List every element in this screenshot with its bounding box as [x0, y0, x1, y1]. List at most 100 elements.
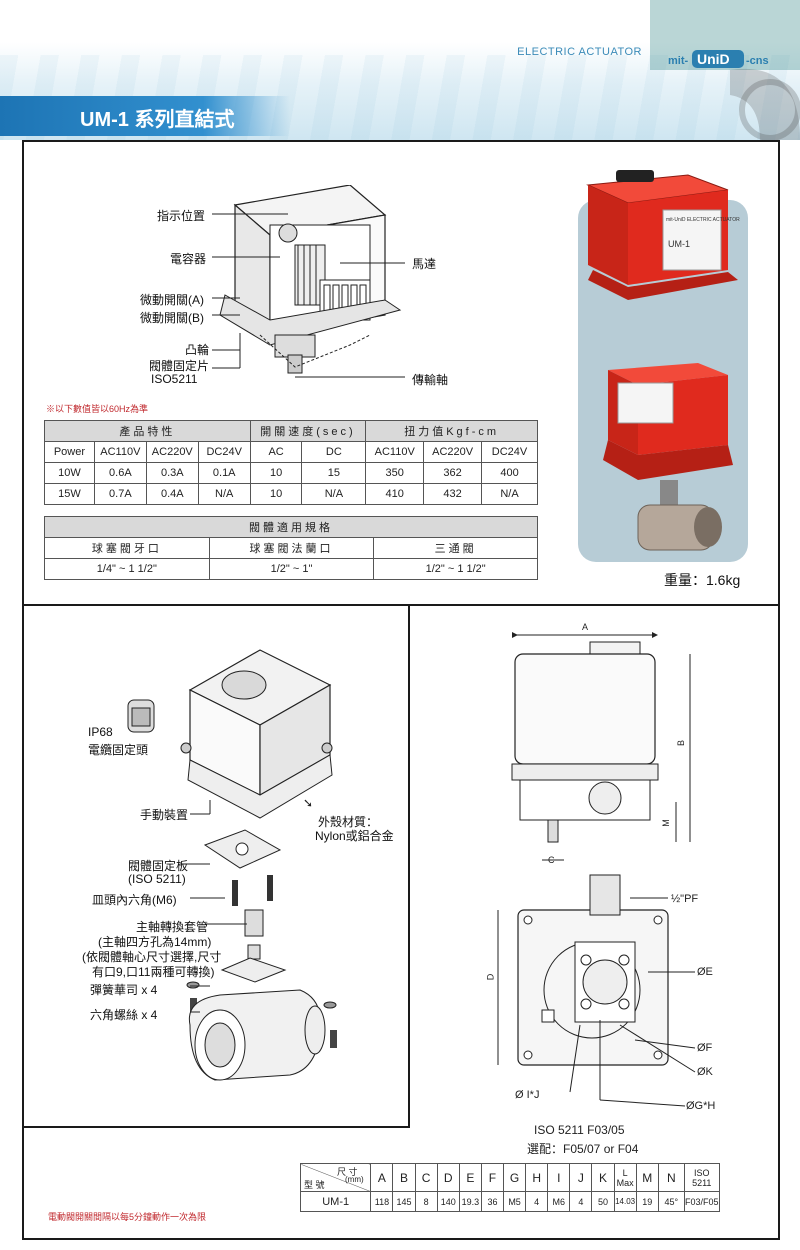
table-cell: 362 — [423, 462, 483, 484]
spec-col-header: DC — [301, 441, 367, 463]
page-title: UM-1 系列直結式 — [80, 109, 235, 131]
callout-iso: ISO5211 — [151, 372, 198, 386]
table-cell: 0.1A — [197, 462, 251, 484]
table-row: 15W 0.7A 0.4A N/A 10 N/A 410 432 N/A — [44, 483, 538, 505]
dim-col-sub: Max — [616, 1177, 634, 1188]
spec-group-product: 產品特性 — [44, 420, 251, 442]
dim-label-e: ØE — [697, 966, 713, 978]
spec-col-header: AC220V — [145, 441, 199, 463]
table-cell: 0.3A — [145, 462, 199, 484]
spec-col-header: AC110V — [365, 441, 425, 463]
callout-sleeve: 主軸轉換套管 — [136, 920, 209, 934]
header-motor-graphic — [650, 0, 800, 140]
spec-group-speed: 開關速度(sec) — [249, 420, 367, 442]
valve-col-header: 球塞閥法蘭口 — [208, 537, 375, 559]
table-cell: 45° — [657, 1191, 685, 1212]
table-cell: 1/2" ~ 1" — [208, 558, 375, 580]
table-cell: 19 — [635, 1191, 659, 1212]
exploded-leader-lines — [212, 213, 405, 378]
dim-col-header: G — [503, 1163, 527, 1192]
table-cell: 19.3 — [458, 1191, 482, 1212]
dim-label-k: ØK — [697, 1066, 713, 1078]
callout-plate-iso: (ISO 5211) — [128, 872, 186, 886]
photo-label-brand: mit-UniD ELECTRIC ACTUATOR — [666, 217, 740, 223]
product-weight: 重量：1.6kg — [664, 572, 741, 588]
spec-table: 產品特性 開關速度(sec) 扭力值Kgf-cm Power AC110V AC… — [44, 420, 538, 505]
svg-text:mit-: mit- — [668, 55, 689, 67]
assembly-drawing — [127, 649, 337, 1081]
dim-corner-model: 型 號 — [304, 1180, 325, 1190]
dim-col-header: K — [591, 1163, 615, 1192]
table-cell: 118 — [370, 1191, 394, 1212]
dim-col-header: H — [525, 1163, 549, 1192]
dim-col-header: M — [635, 1163, 659, 1192]
svg-text:UniD: UniD — [697, 51, 730, 67]
table-cell: 10 — [249, 483, 303, 505]
callout-switch-a: 微動開關(A) — [140, 293, 204, 307]
table-row: 1/4" ~ 1 1/2" 1/2" ~ 1" 1/2" ~ 1 1/2" — [44, 558, 538, 580]
callout-bolt: 六角螺絲 x 4 — [90, 1008, 158, 1022]
callout-switch-b: 微動開關(B) — [140, 311, 204, 325]
callout-manual: 手動裝置 — [140, 808, 189, 822]
table-cell: 10W — [44, 462, 95, 484]
note-60hz: ※以下數值皆以60Hz為準 — [46, 404, 149, 414]
callout-shell-title: 外殼材質： — [318, 815, 379, 829]
assembly-panel — [22, 604, 410, 1128]
spec-col-header: DC24V — [481, 441, 538, 463]
callout-sleeve-note-1: (主軸四方孔為14mm) — [98, 935, 212, 949]
iso-standard: ISO 5211 F03/05 — [534, 1123, 625, 1137]
dim-corner-unit: (mm) — [345, 1175, 364, 1184]
table-cell: M6 — [547, 1191, 571, 1212]
table-cell: 15 — [301, 462, 367, 484]
spec-col-header: Power — [44, 441, 95, 463]
callout-sleeve-note-2: (依閥體軸心尺寸選擇,尺寸 — [82, 950, 222, 964]
valve-col-header: 球塞閥牙口 — [44, 537, 210, 559]
callout-hex-screw: 皿頭內六角(M6) — [92, 893, 177, 907]
dim-label-m: M — [660, 819, 671, 827]
table-cell: 8 — [414, 1191, 438, 1212]
dim-label-f: ØF — [697, 1042, 713, 1054]
callout-cam: 凸輪 — [185, 343, 210, 357]
dim-col-header: F — [480, 1163, 505, 1192]
table-cell: 14.03 — [613, 1191, 637, 1212]
table-cell: 400 — [481, 462, 538, 484]
dim-label-pf: ½"PF — [671, 893, 699, 905]
callout-shaft: 傳輸軸 — [412, 373, 449, 387]
callout-ip68: IP68 — [88, 725, 113, 739]
table-cell: 50 — [591, 1191, 615, 1212]
table-cell: 4 — [525, 1191, 549, 1212]
spec-group-torque: 扭力值Kgf-cm — [365, 420, 538, 442]
exploded-actuator-drawing — [219, 185, 402, 374]
table-cell: 10 — [249, 462, 303, 484]
callout-shell-value: Nylon或鋁合金 — [315, 829, 394, 843]
callout-washer: 彈簧華司 x 4 — [90, 983, 158, 997]
pointer-icon: ➘ — [303, 796, 314, 810]
callout-plate: 閥體固定板 — [128, 859, 189, 873]
table-cell: 36 — [480, 1191, 505, 1212]
brand-tagline: ELECTRIC ACTUATOR — [517, 46, 642, 58]
spec-col-header: AC — [249, 441, 303, 463]
assembly-leader-lines — [180, 800, 247, 1013]
spec-col-header: DC24V — [197, 441, 251, 463]
spec-col-header: AC110V — [93, 441, 147, 463]
dim-col-header: J — [569, 1163, 593, 1192]
table-cell: 4 — [569, 1191, 593, 1212]
table-cell: 410 — [365, 483, 425, 505]
table-cell: 1/4" ~ 1 1/2" — [44, 558, 210, 580]
dim-label-gh: ØG*H — [686, 1100, 716, 1112]
dim-label-b: B — [676, 739, 687, 747]
dim-col-header: L — [622, 1167, 628, 1178]
table-cell: UM-1 — [299, 1191, 372, 1212]
valve-header-row: 球塞閥牙口 球塞閥法蘭口 三通閥 — [44, 537, 538, 559]
dim-col-header: ISO 5211 — [683, 1163, 720, 1192]
table-cell: N/A — [481, 483, 538, 505]
table-cell: 140 — [436, 1191, 460, 1212]
table-row: UM-1 118 145 8 140 19.3 36 M5 4 M6 4 50 … — [299, 1191, 770, 1212]
callout-mount-plate: 閥體固定片 — [149, 359, 210, 373]
table-cell: N/A — [197, 483, 251, 505]
valve-col-header: 三通閥 — [373, 537, 538, 559]
dim-col-header: I — [547, 1163, 571, 1192]
table-cell: 350 — [365, 462, 425, 484]
dim-col-header: B — [392, 1163, 416, 1192]
